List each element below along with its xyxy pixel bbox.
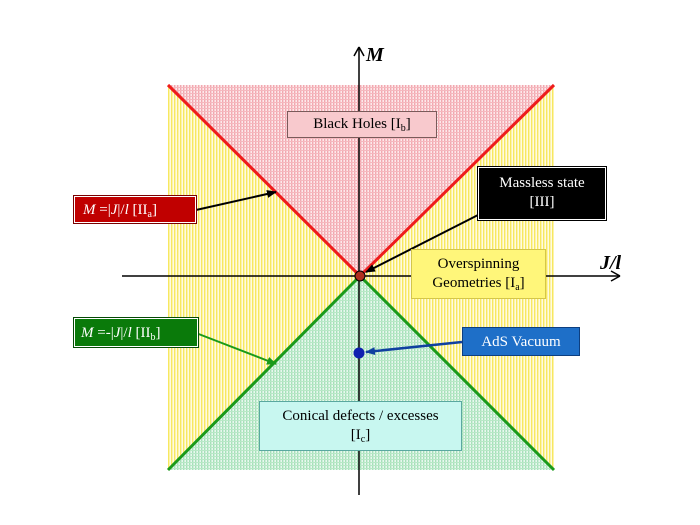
black-hole-region xyxy=(168,85,554,276)
massless-arrow xyxy=(365,213,481,273)
upper-line-eq: =| xyxy=(95,202,111,218)
black-holes-close: ] xyxy=(405,116,411,132)
upper-line-arrow xyxy=(195,190,277,211)
black-holes-label: Black Holes [Ib] xyxy=(287,111,437,138)
origin-massless-point xyxy=(354,270,366,282)
conical-line1: Conical defects / excesses xyxy=(282,408,439,424)
upper-line-open: [II xyxy=(128,202,148,218)
overspinning-sub: a xyxy=(515,282,520,293)
lower-line-sub: b xyxy=(150,332,156,343)
lower-line-open: [II xyxy=(131,325,151,341)
upper-line-label: M =|J|/l [IIa] xyxy=(73,195,197,224)
lower-line-eq: =-| xyxy=(93,325,114,341)
upper-line-close: ] xyxy=(151,202,157,218)
black-holes-sub: b xyxy=(400,123,406,134)
overspinning-line2: Geometries [I xyxy=(432,275,516,291)
ads-vacuum-point xyxy=(353,347,365,359)
conical-sub: c xyxy=(360,434,366,445)
lower-line-var: M xyxy=(81,325,94,341)
massless-line2: [III] xyxy=(529,194,555,210)
lower-line-l: l xyxy=(127,325,132,341)
y-axis-label: M xyxy=(366,44,384,66)
lower-line-label: M =-|J|/l [IIb] xyxy=(73,317,199,348)
conical-close: ] xyxy=(365,427,371,443)
upper-line-mid: |/ xyxy=(117,202,125,218)
y-axis-arrowhead xyxy=(353,46,365,57)
massless-state-label: Massless state [III] xyxy=(477,166,607,221)
lower-line-j: J xyxy=(113,325,121,341)
black-holes-text: Black Holes [I xyxy=(313,116,401,132)
conical-open: [I xyxy=(350,427,361,443)
upper-left-red-line xyxy=(166,83,362,278)
x-axis-label: J/l xyxy=(600,252,622,274)
x-axis-arrowhead xyxy=(610,270,621,282)
conical-defects-label: Conical defects / excesses [Ic] xyxy=(259,401,462,451)
upper-line-j: J xyxy=(110,202,118,218)
upper-line-l: l xyxy=(124,202,129,218)
ads-vacuum-text: AdS Vacuum xyxy=(481,334,561,350)
upper-line-var: M xyxy=(83,202,96,218)
overspinning-label: Overspinning Geometries [Ia] xyxy=(411,249,546,299)
lower-left-green-line xyxy=(166,274,362,472)
lower-line-close: ] xyxy=(155,325,161,341)
lower-line-mid: |/ xyxy=(120,325,128,341)
overspinning-line1: Overspinning xyxy=(437,256,520,272)
ads-vacuum-arrow xyxy=(365,340,463,356)
upper-right-red-line xyxy=(358,83,556,278)
massless-line1: Massless state xyxy=(499,175,585,191)
upper-line-sub: a xyxy=(147,209,152,220)
lower-line-arrow xyxy=(195,332,277,365)
ads-vacuum-label: AdS Vacuum xyxy=(462,327,580,356)
lower-right-green-line xyxy=(358,274,556,472)
overspinning-close: ] xyxy=(519,275,525,291)
